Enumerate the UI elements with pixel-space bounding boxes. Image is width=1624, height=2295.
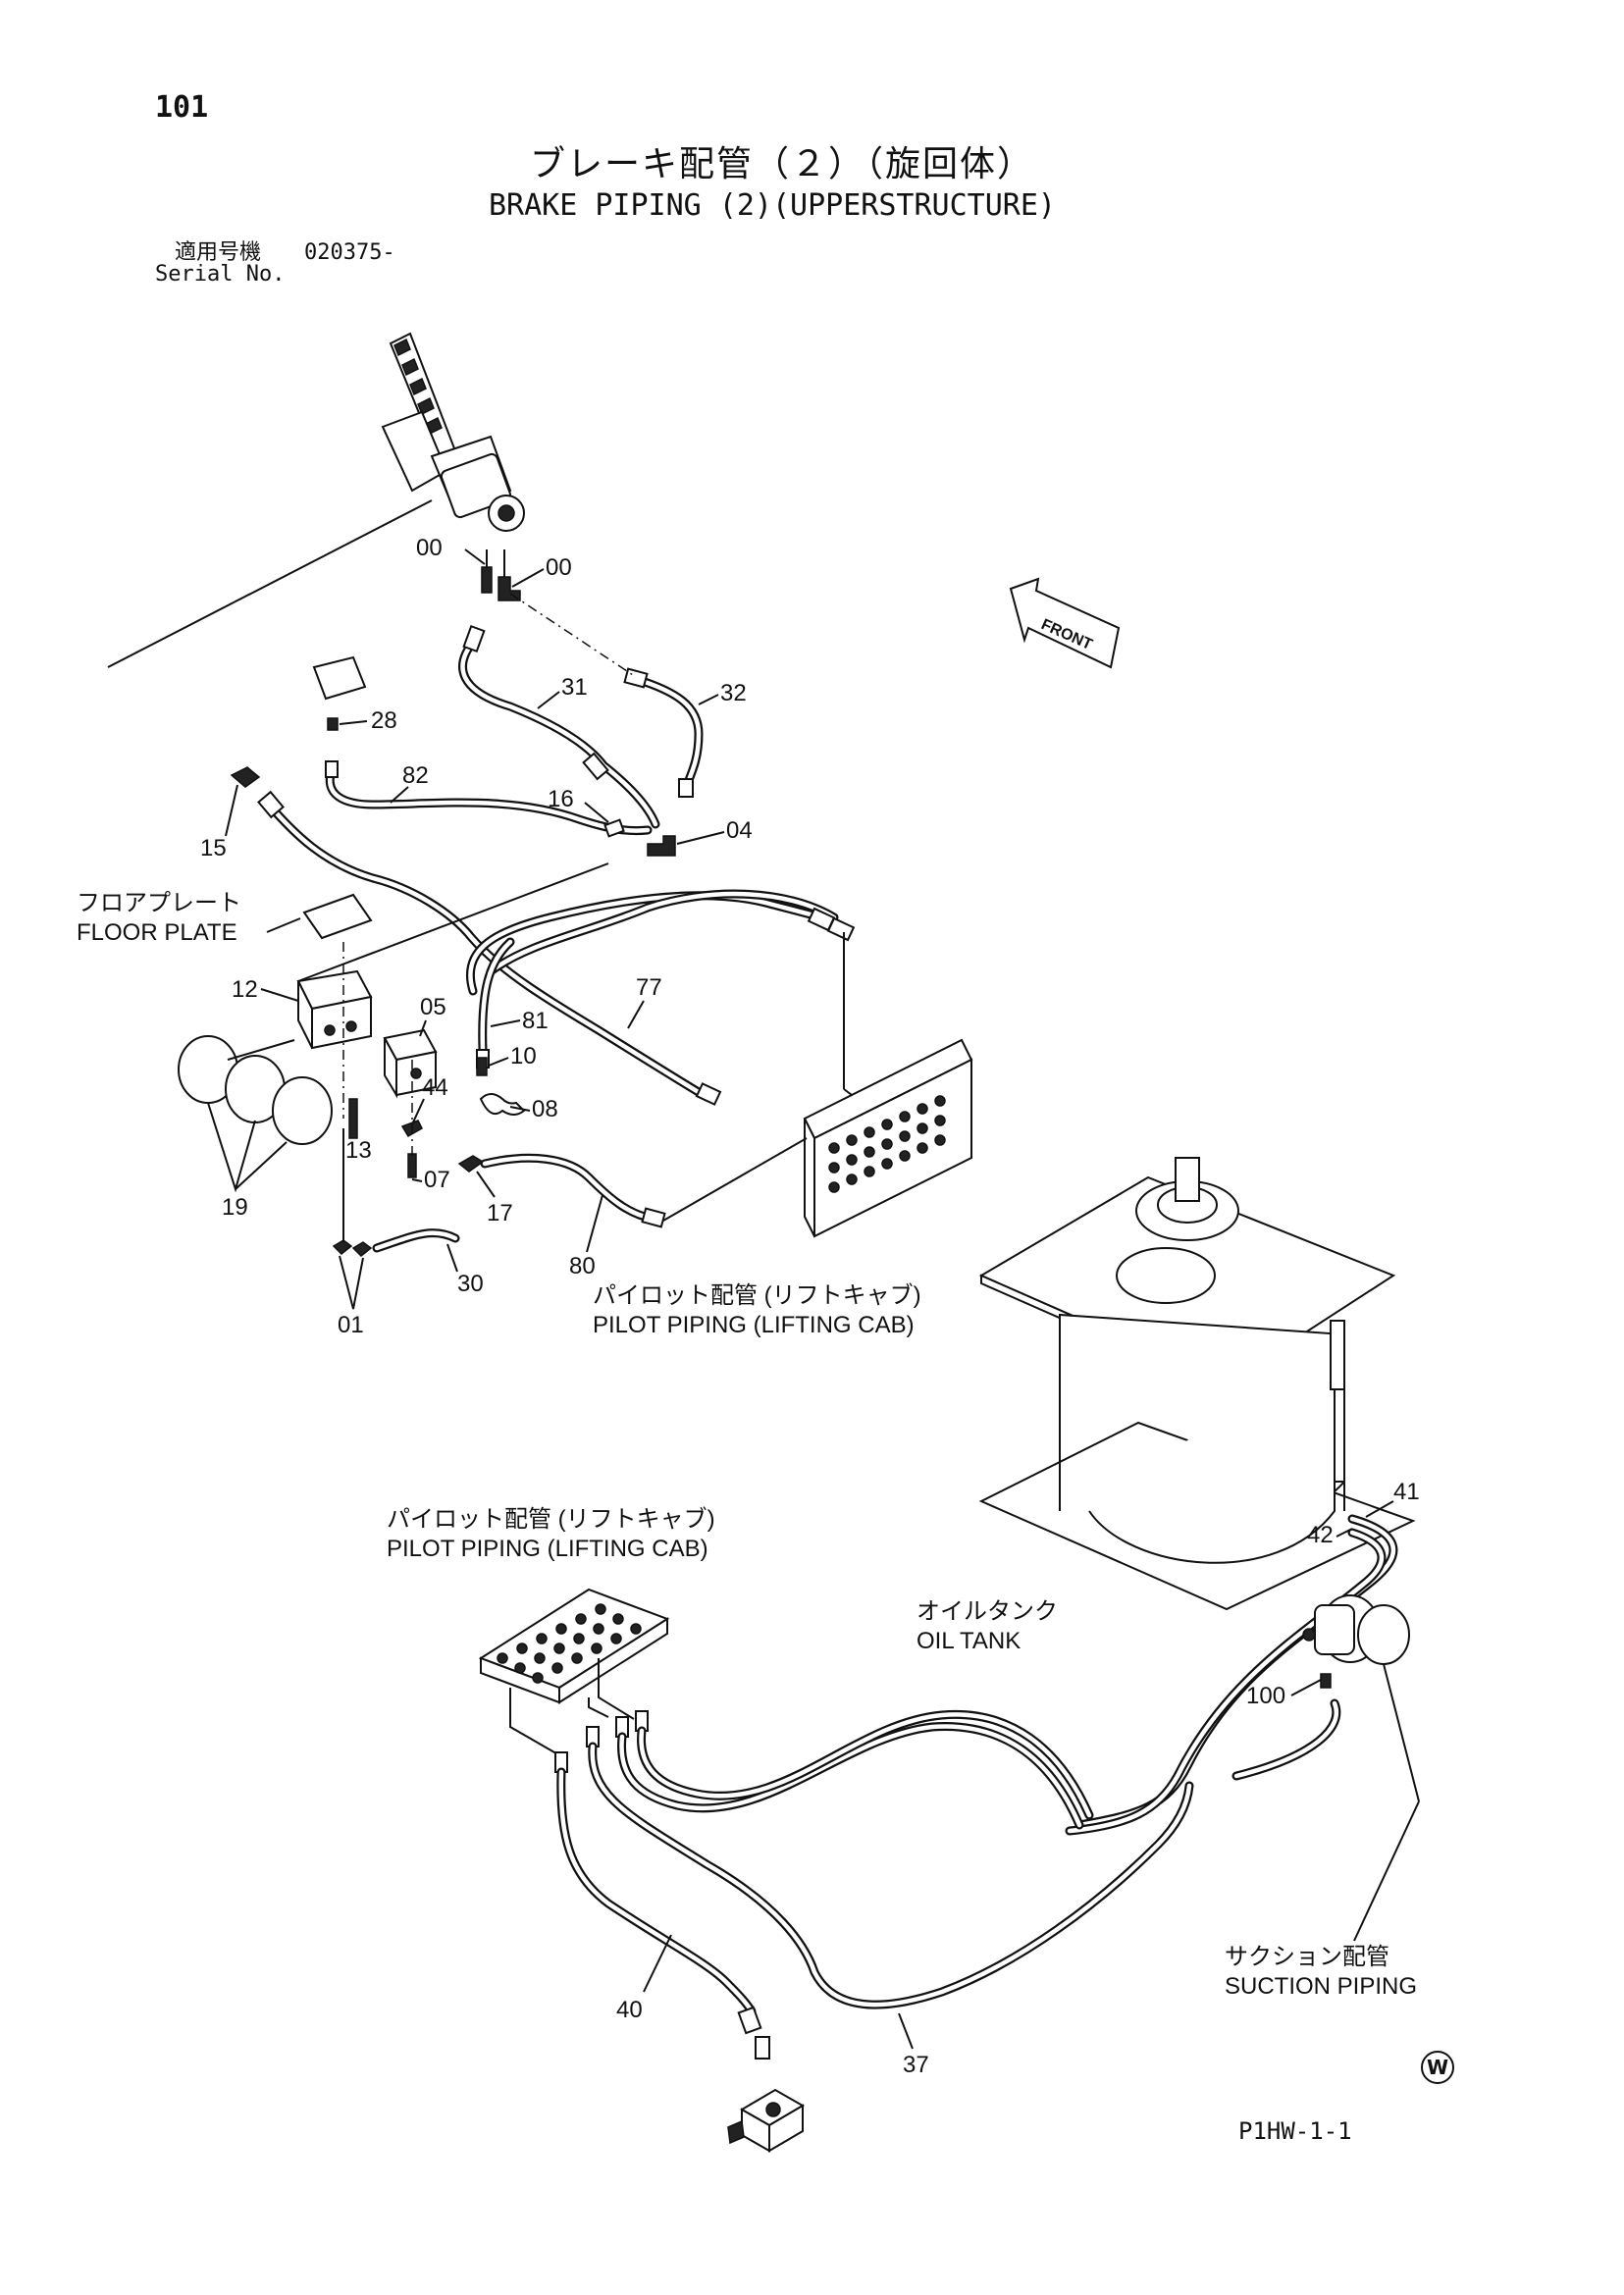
callout-01: 01 [338,1312,364,1338]
drawing-code: P1HW-1-1 [1238,2117,1352,2145]
pressure-switch [727,2088,805,2153]
serial-value: 020375- [304,240,395,265]
suction-piping-label-jp: サクション配管 [1225,1944,1389,1970]
fitting-00a [481,549,493,594]
pilot-block-upper [803,1038,973,1238]
page-title-en: BRAKE PIPING (2)(UPPERSTRUCTURE) [489,188,1056,223]
callout-15: 15 [200,835,227,861]
fitting-00b [498,549,521,601]
page-number: 101 [155,90,209,125]
oil-tank [978,1157,1416,1611]
floor-plate-label-jp: フロアプレート [77,890,241,916]
callout-00b: 00 [546,554,572,581]
pilot-piping-label-upper-jp: パイロット配管 (リフトキャブ) [593,1282,921,1309]
oil-tank-label-jp: オイルタンク [917,1598,1058,1625]
callout-08: 08 [532,1096,558,1122]
callout-12: 12 [232,976,258,1003]
serial-label-en: Serial No. [155,262,286,287]
callout-19: 19 [222,1194,248,1221]
callout-07: 07 [424,1167,450,1193]
accumulators-19 [178,1035,333,1145]
block-12 [296,969,373,1050]
serial-label-jp: 適用号機 [175,240,262,265]
callout-37: 37 [903,2052,929,2078]
pilot-piping-label-lower-en: PILOT PIPING (LIFTING CAB) [387,1536,708,1562]
oil-tank-label-en: OIL TANK [917,1628,1021,1654]
pilot-piping-label-lower-jp: パイロット配管 (リフトキャブ) [387,1506,715,1533]
callout-100: 100 [1246,1683,1285,1709]
callout-77: 77 [636,974,662,1001]
page-title-jp: ブレーキ配管（２）（旋回体） [530,144,1035,184]
callout-81: 81 [522,1008,549,1034]
floor-plate [302,893,373,940]
floor-plate-label-en: FLOOR PLATE [77,919,237,946]
brake-pedal-valve [107,332,525,668]
suction-piping-label-en: SUCTION PIPING [1225,1973,1417,2000]
callout-05: 05 [420,994,446,1020]
callout-42: 42 [1307,1522,1334,1548]
callout-80: 80 [569,1253,596,1279]
callout-10: 10 [510,1043,537,1069]
callout-00a: 00 [416,535,443,561]
suction-filter [1302,1594,1410,1665]
callout-32: 32 [720,680,747,706]
callout-41: 41 [1393,1479,1420,1505]
pilot-piping-label-upper-en: PILOT PIPING (LIFTING CAB) [593,1312,915,1338]
callout-82: 82 [402,762,429,789]
callout-31: 31 [561,674,588,701]
callout-16: 16 [548,786,574,812]
callout-44: 44 [422,1074,448,1101]
callout-30: 30 [457,1271,484,1297]
callout-40: 40 [616,1997,643,2023]
front-arrow: FRONT [1009,577,1121,669]
block-05 [383,1028,438,1099]
block-28 [312,655,367,731]
callout-04: 04 [726,817,753,844]
pilot-block-lower [478,1588,670,1704]
callout-17: 17 [487,1200,513,1226]
callout-13: 13 [345,1137,372,1164]
callout-28: 28 [371,707,397,734]
watermark-symbol: W [1421,2051,1454,2084]
